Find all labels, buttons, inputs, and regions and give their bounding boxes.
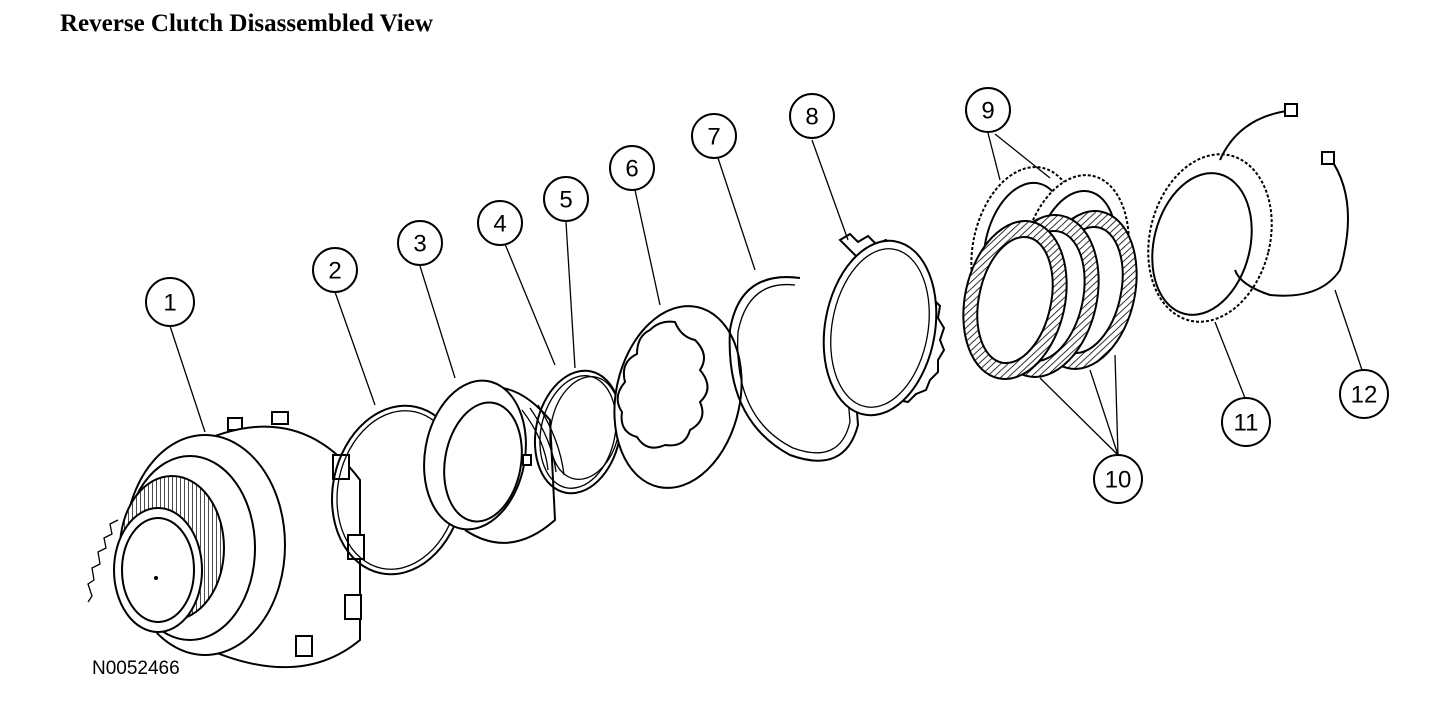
part-8-pressure-plate	[822, 232, 946, 417]
callout-6-label: 6	[625, 156, 638, 183]
callout-11-label: 11	[1234, 410, 1259, 437]
part-1-clutch-cylinder	[87, 411, 365, 669]
diagram-title: Reverse Clutch Disassembled View	[60, 10, 433, 37]
callout-9-label: 9	[981, 98, 994, 125]
part-6-spring-plate	[613, 305, 743, 489]
leader-lines	[169, 132, 1363, 456]
callout-11: 11	[1221, 397, 1271, 447]
callout-4-label: 4	[493, 211, 506, 238]
part-11-pressure-plate	[1147, 153, 1273, 323]
part-10-friction-plates	[962, 210, 1138, 380]
part-12-retaining-ring	[1219, 103, 1349, 297]
callout-12: 12	[1339, 369, 1389, 419]
callout-1-label: 1	[163, 290, 176, 317]
callout-10-label: 10	[1105, 467, 1132, 494]
callout-1: 1	[145, 277, 195, 327]
callout-8: 8	[789, 93, 835, 139]
callout-7-label: 7	[707, 124, 720, 151]
callout-12-label: 12	[1351, 382, 1378, 409]
callout-3-label: 3	[413, 231, 426, 258]
callout-8-label: 8	[805, 104, 818, 131]
callout-6: 6	[609, 145, 655, 191]
callout-9: 9	[965, 87, 1011, 133]
callout-2-label: 2	[328, 258, 341, 285]
figure-reference-id: N0052466	[92, 658, 180, 679]
callout-5: 5	[543, 176, 589, 222]
callout-3: 3	[397, 220, 443, 266]
callout-5-label: 5	[559, 187, 572, 214]
callout-4: 4	[477, 200, 523, 246]
part-3-piston	[423, 379, 565, 544]
part-7-snap-ring	[728, 276, 860, 462]
callout-2: 2	[312, 247, 358, 293]
callout-10: 10	[1093, 454, 1143, 504]
callout-7: 7	[691, 113, 737, 159]
